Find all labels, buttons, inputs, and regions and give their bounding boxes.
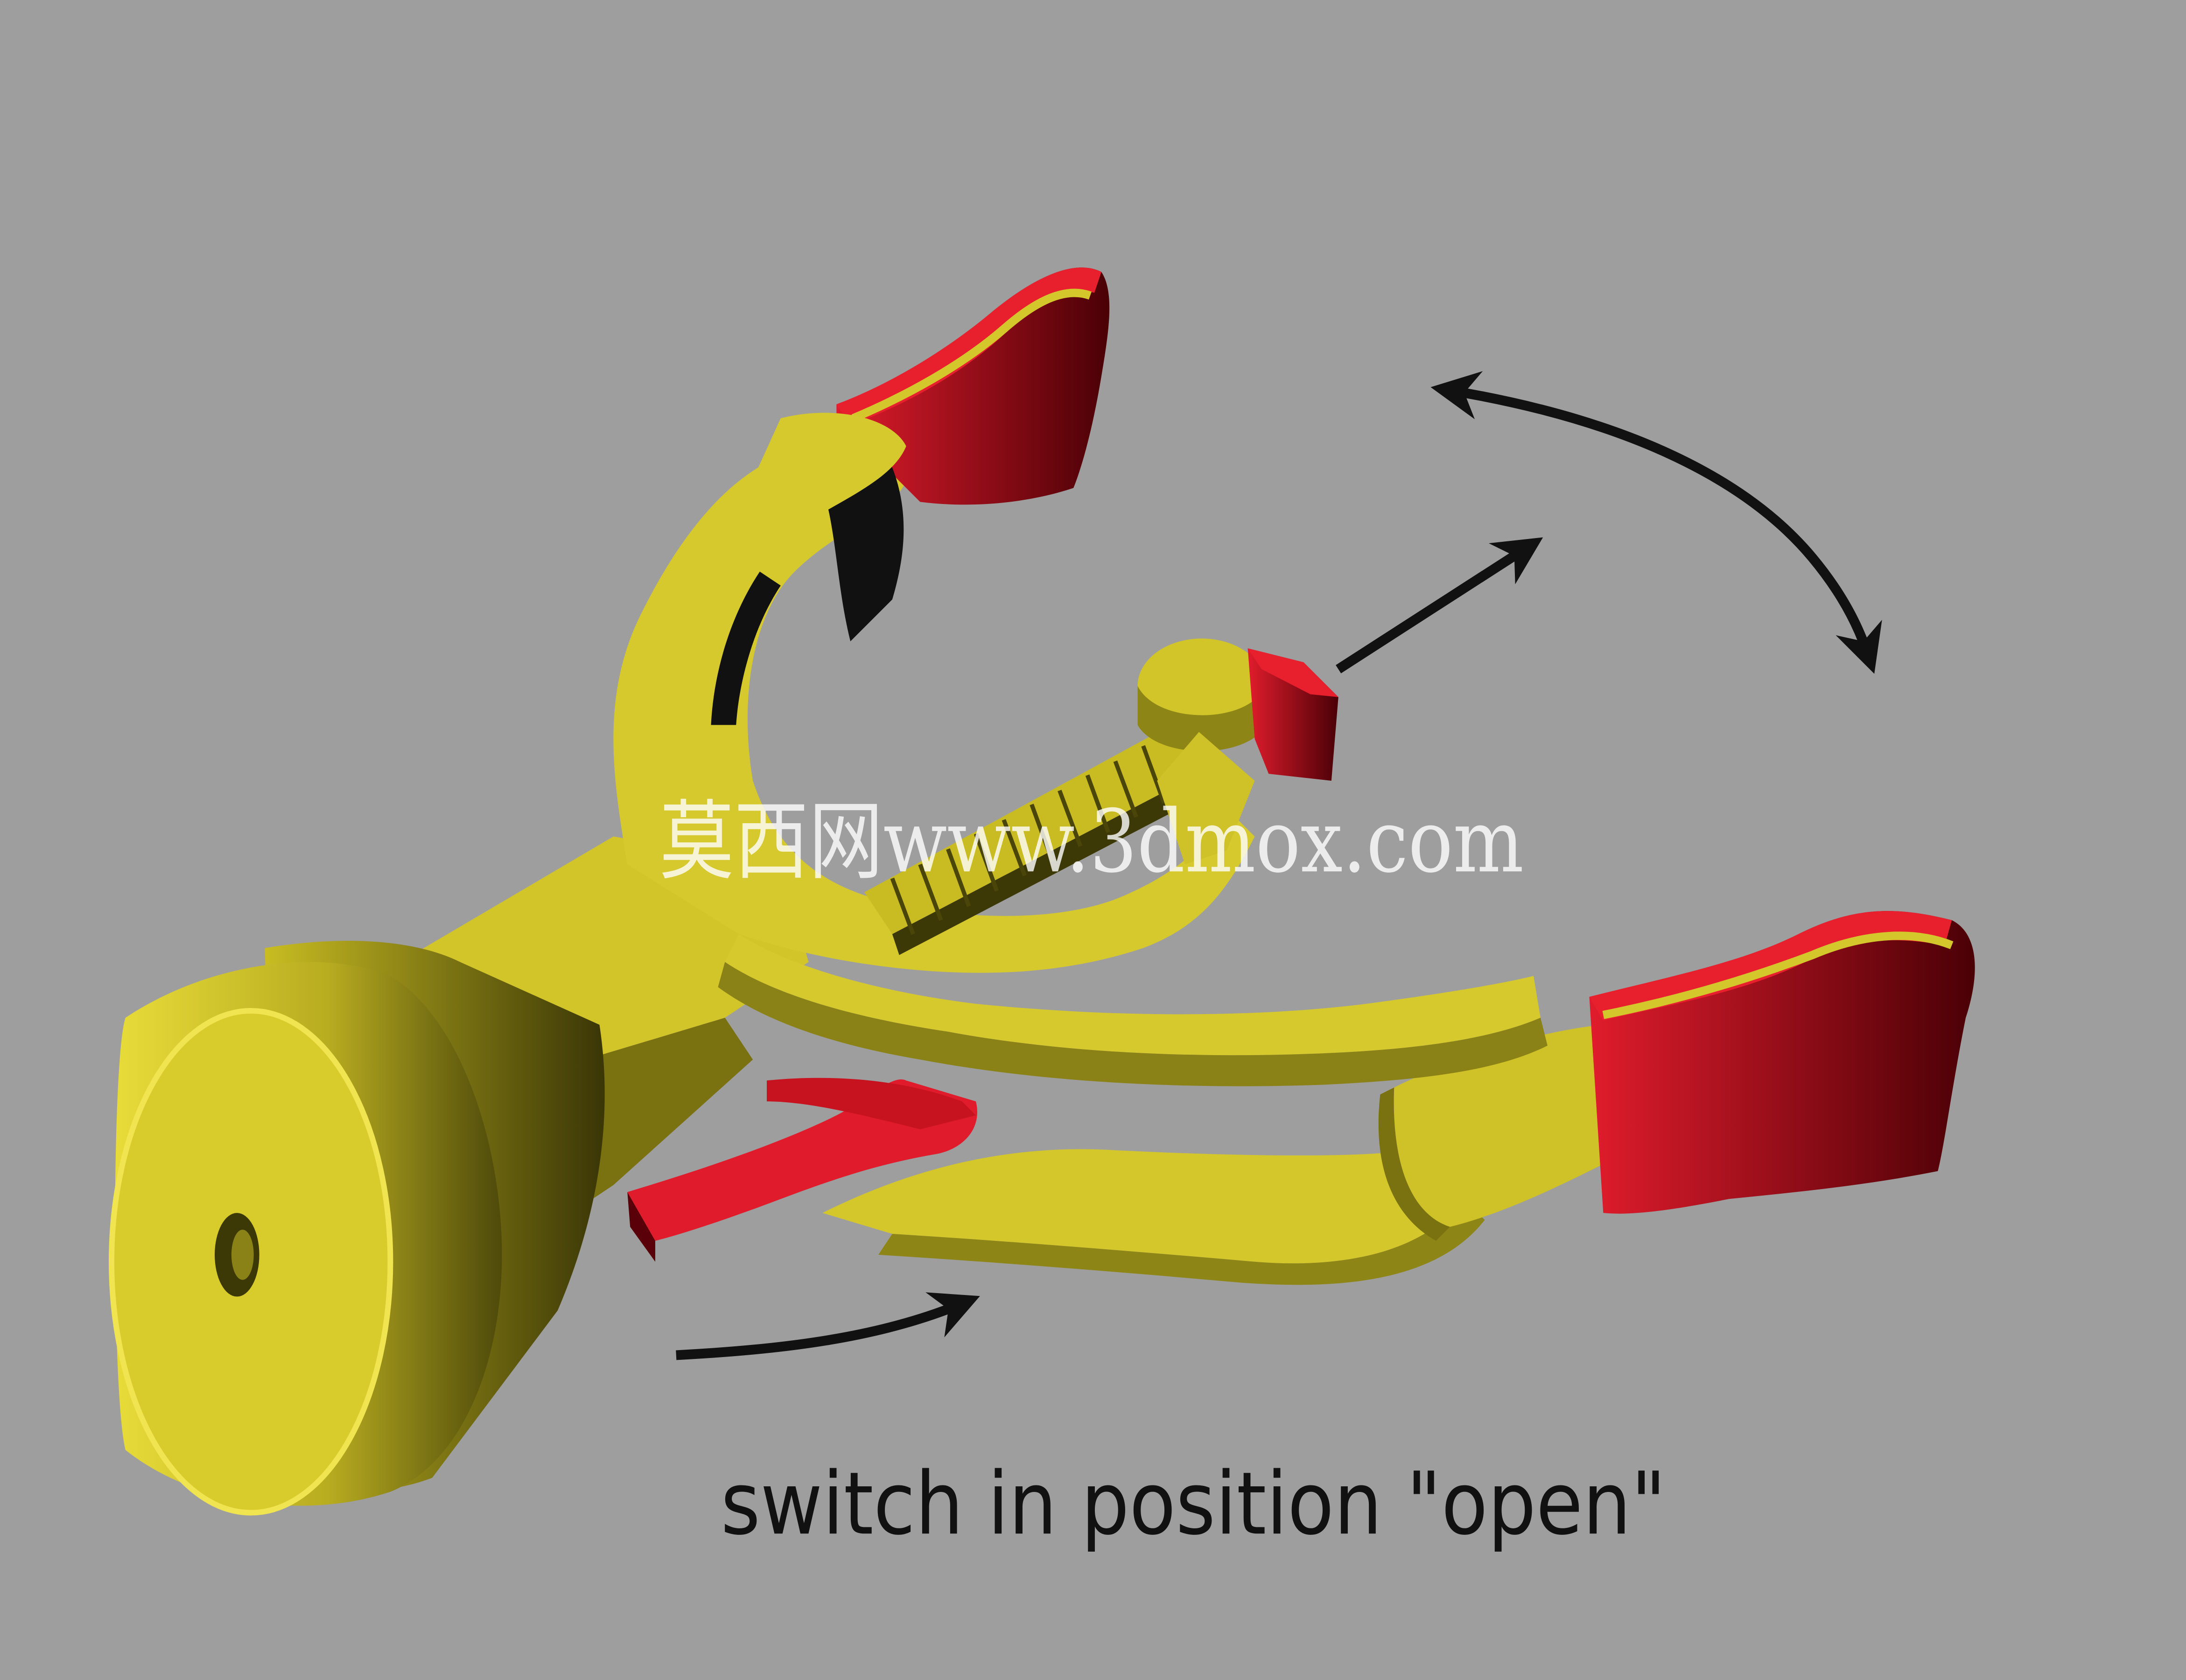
curved-double-arrow bbox=[1430, 371, 1882, 674]
pivot-knob bbox=[1137, 638, 1338, 865]
threaded-rod bbox=[864, 725, 1206, 955]
straight-arrow bbox=[1336, 537, 1543, 673]
lower-curved-arrow bbox=[676, 1292, 980, 1360]
lower-jaw bbox=[627, 1078, 1485, 1285]
caption-text: switch in position "open" bbox=[721, 1453, 1666, 1554]
lower-right-socket bbox=[1378, 1024, 1618, 1241]
jaw-body bbox=[613, 442, 1548, 1086]
motion-arrows bbox=[676, 371, 1882, 1360]
upper-arm bbox=[744, 267, 1110, 642]
watermark-text: 莫西网www.3dmox.com bbox=[659, 791, 1524, 892]
right-pad bbox=[1589, 911, 1975, 1214]
clamp-model bbox=[109, 267, 1975, 1516]
base-cylinder bbox=[109, 940, 605, 1516]
